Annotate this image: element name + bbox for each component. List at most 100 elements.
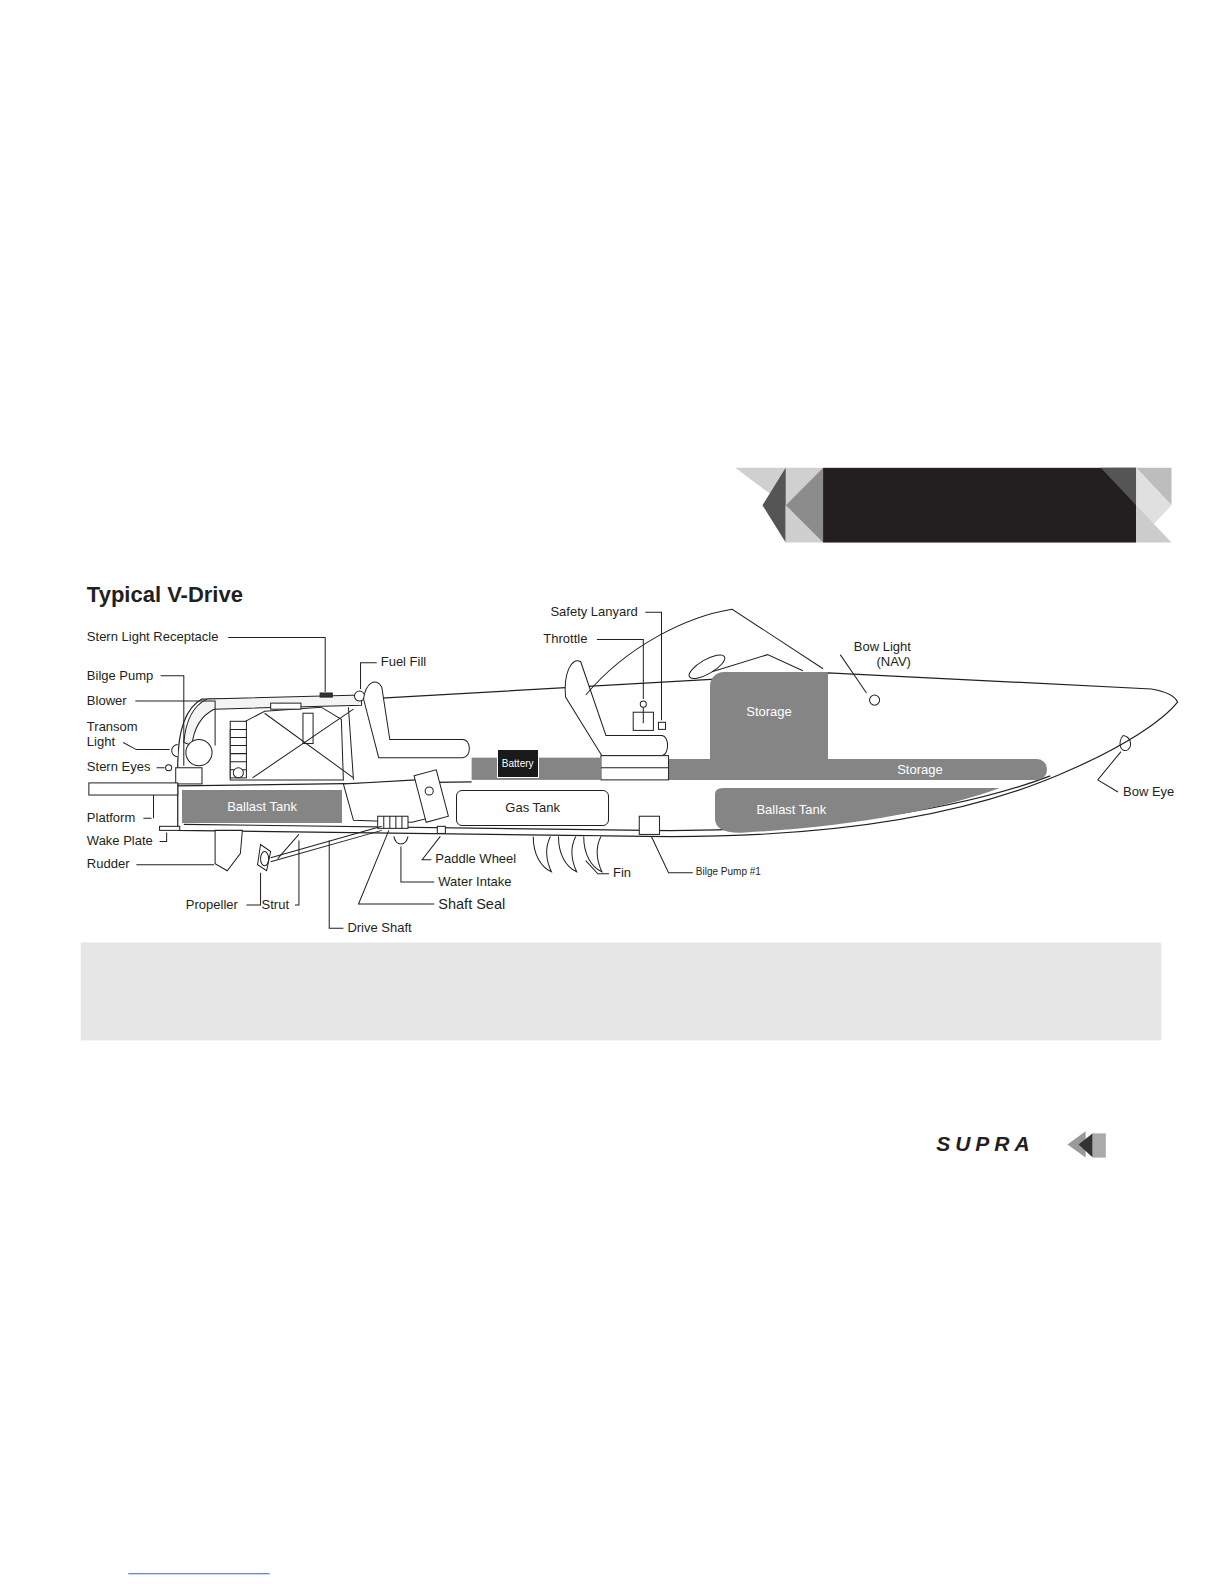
footer-link-line: [128, 1573, 269, 1574]
seats: [364, 661, 669, 780]
leader-lines-part: [401, 847, 434, 882]
part-label: Transom Light: [87, 719, 146, 749]
leader-lines-part: [645, 612, 661, 720]
header-banner-part: [1101, 468, 1136, 505]
node-outline-path: [715, 788, 1000, 833]
part-label: Stern Light Receptacle: [87, 629, 219, 645]
part-label: Rudder: [87, 856, 130, 872]
engine-part: [425, 787, 433, 795]
leader-lines-part: [597, 640, 643, 700]
engine-part: [233, 768, 243, 778]
part-label: Bilge Pump #1: [696, 864, 761, 880]
seats-part: [364, 682, 470, 758]
node-text: Storage: [746, 704, 792, 719]
diagram-title: Typical V-Drive: [87, 582, 243, 608]
note-band-part: [81, 942, 1162, 1040]
part-label: Propeller: [186, 897, 238, 913]
header-banner-part: [823, 468, 1136, 543]
engine: [176, 691, 449, 828]
leader-lines-part: [143, 818, 151, 819]
seats-part: [601, 756, 669, 780]
engine-part: [271, 703, 301, 709]
windshield-dash-part: [712, 655, 803, 672]
leader-lines-part: [651, 836, 692, 872]
part-label: Safety Lanyard: [550, 604, 637, 620]
leader-lines-part: [295, 840, 299, 905]
leader-lines-part: [160, 832, 167, 841]
leader-lines-part: [228, 637, 325, 692]
running-gear-part: [394, 836, 408, 844]
leader-lines-part: [136, 864, 214, 865]
storage-area: Storage: [710, 672, 828, 760]
running-gear: [89, 735, 1131, 871]
logo-icon-part: [1093, 1133, 1106, 1157]
engine-part: [354, 691, 364, 701]
part-label: Paddle Wheel: [435, 851, 516, 867]
engine-part: [320, 693, 332, 697]
running-gear-part: [437, 826, 445, 833]
running-gear-part: [639, 816, 659, 834]
node-text: Battery: [502, 758, 534, 769]
part-label: Bow Light (NAV): [844, 639, 911, 669]
header-banner-part: [1136, 468, 1171, 543]
gas-tank: Gas Tank: [456, 790, 608, 826]
leader-lines-part: [329, 840, 343, 928]
seats-part: [601, 767, 669, 768]
part-label: Platform: [87, 810, 135, 826]
part-label: Stern Eyes: [87, 759, 151, 775]
part-label: Fin: [613, 865, 631, 881]
header-banner-part: [762, 468, 785, 543]
windshield-dash-part: [658, 722, 665, 729]
header-banner-part: [1136, 505, 1171, 542]
running-gear-part: [166, 765, 172, 771]
part-label: Drive Shaft: [347, 920, 411, 936]
windshield-dash-part: [640, 701, 646, 707]
part-label: Wake Plate: [87, 833, 153, 849]
part-label: Fuel Fill: [381, 654, 427, 670]
leader-lines-part: [157, 767, 165, 768]
engine-part: [230, 707, 343, 780]
windshield-dash-part: [643, 707, 644, 723]
leader-lines-part: [161, 676, 184, 766]
ballast-tank: Ballast Tank: [715, 788, 1000, 835]
running-gear-part: [278, 834, 299, 858]
leader-lines-part: [1098, 752, 1121, 792]
engine-part: [230, 729, 246, 769]
running-gear-part: [258, 845, 271, 871]
node-text: Ballast Tank: [756, 802, 826, 817]
leader-lines-part: [840, 655, 866, 693]
leader-lines: [123, 612, 1121, 928]
part-label: Bilge Pump: [87, 668, 153, 684]
node-text: Ballast Tank: [227, 799, 297, 814]
engine-part: [303, 713, 313, 743]
part-label: Water Intake: [438, 874, 511, 890]
part-label: Bow Eye: [1123, 784, 1174, 800]
header-banner: [735, 468, 1171, 543]
ballast-tank: Ballast Tank: [182, 790, 343, 823]
leader-lines-part: [135, 701, 215, 745]
running-gear-part: [261, 852, 269, 866]
logo-icon-part: [1079, 1133, 1093, 1157]
seats-part: [565, 661, 667, 756]
part-label: Blower: [87, 693, 127, 709]
engine-part: [230, 721, 246, 778]
part-label: Throttle: [543, 631, 587, 647]
engine-part: [252, 707, 353, 780]
engine-part: [378, 816, 408, 828]
running-gear-part: [533, 836, 551, 871]
running-gear-part: [271, 826, 382, 861]
battery-box: Battery: [497, 749, 539, 777]
leader-lines-part: [586, 861, 609, 874]
part-label: Shaft Seal: [438, 896, 505, 912]
leader-lines-part: [359, 830, 435, 904]
engine-part: [186, 739, 212, 765]
boat-hull: [178, 673, 1178, 837]
leader-lines-part: [361, 663, 377, 689]
leader-lines-part: [246, 873, 260, 905]
running-gear-part: [172, 745, 178, 757]
engine-part: [176, 768, 202, 784]
leader-lines-part: [123, 743, 169, 750]
running-gear-part: [89, 783, 178, 795]
running-gear-part: [215, 830, 242, 870]
